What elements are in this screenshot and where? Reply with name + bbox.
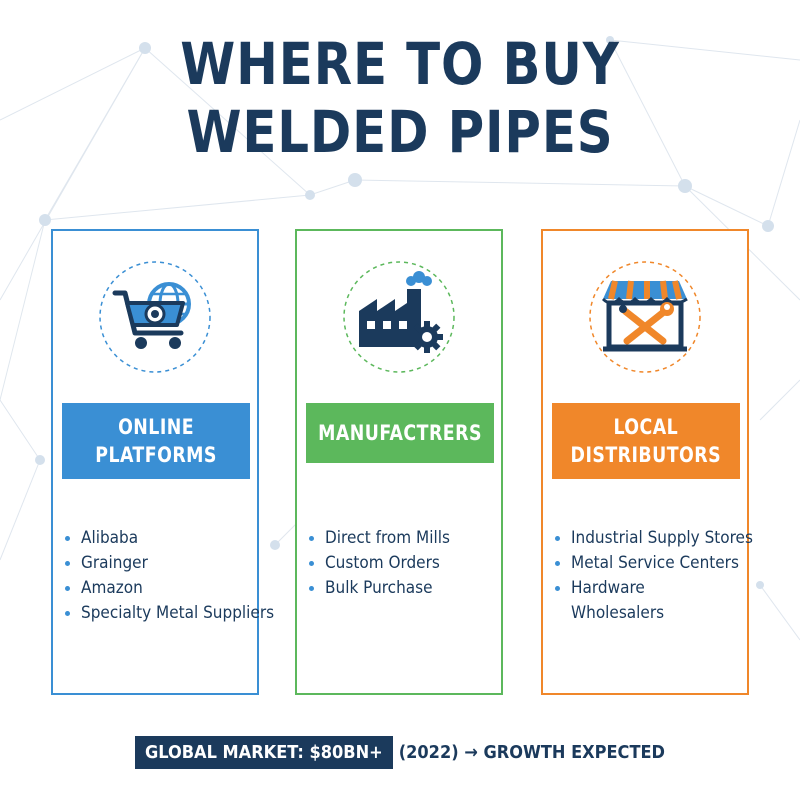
list-local-distributors: Industrial Supply Stores Metal Service C… — [553, 526, 767, 626]
list-online-platforms: Alibaba Grainger Amazon Specialty Metal … — [63, 526, 277, 626]
card-heading-manufacturers: MANUFACTRERS — [306, 403, 494, 463]
card-heading-local-distributors: LOCAL DISTRIBUTORS — [552, 403, 740, 479]
list-item: Bulk Purchase — [307, 576, 521, 601]
title-line-2: WELDED PIPES — [186, 98, 614, 166]
list-item: Alibaba — [63, 526, 277, 551]
list-item: Grainger — [63, 551, 277, 576]
page-title: WHERE TO BUY WELDED PIPES — [56, 30, 744, 166]
card-online-platforms: ONLINE PLATFORMS Alibaba Grainger Amazon… — [51, 229, 274, 695]
card-heading-online-platforms: ONLINE PLATFORMS — [62, 403, 250, 479]
market-footer: GLOBAL MARKET: $80BN+ (2022) → GROWTH EX… — [0, 736, 800, 769]
list-item: Amazon — [63, 576, 277, 601]
title-line-1: WHERE TO BUY — [180, 30, 620, 98]
storefront-tools-icon — [587, 259, 703, 375]
list-manufacturers: Direct from Mills Custom Orders Bulk Pur… — [307, 526, 521, 601]
shopping-cart-globe-icon — [97, 259, 213, 375]
card-local-distributors: LOCAL DISTRIBUTORS Industrial Supply Sto… — [541, 229, 753, 695]
card-manufacturers: MANUFACTRERS Direct from Mills Custom Or… — [295, 229, 503, 695]
market-highlight: GLOBAL MARKET: $80BN+ — [134, 736, 393, 769]
market-growth-note: (2022) → GROWTH EXPECTED — [398, 742, 665, 763]
list-item: Custom Orders — [307, 551, 521, 576]
factory-gear-icon — [341, 259, 457, 375]
list-item: Metal Service Centers — [553, 551, 767, 576]
list-item: Specialty Metal Suppliers — [63, 601, 277, 626]
list-item: Hardware Wholesalers — [553, 576, 731, 626]
list-item: Direct from Mills — [307, 526, 521, 551]
list-item: Industrial Supply Stores — [553, 526, 767, 551]
